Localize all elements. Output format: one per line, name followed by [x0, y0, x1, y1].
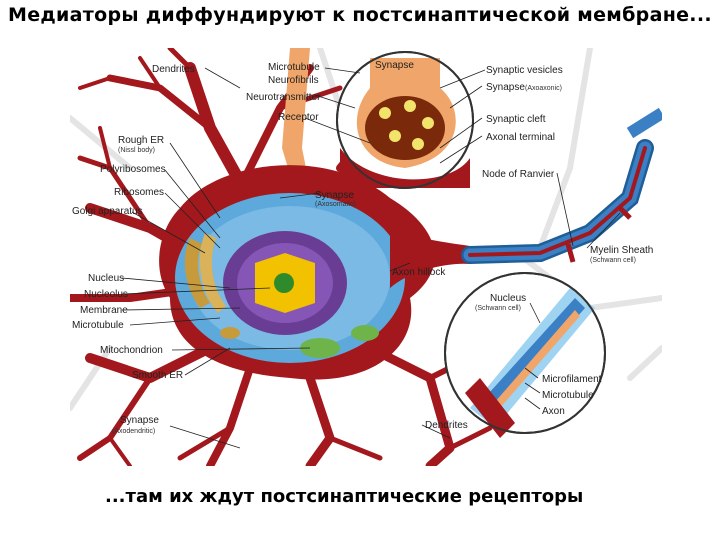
- label-smooth-er: Smooth ER: [132, 370, 183, 381]
- label-microtubule-left: Microtubule: [72, 320, 124, 331]
- label-ribosomes: Ribosomes: [114, 187, 164, 198]
- label-nucleus-schwann: Nucleus: [490, 293, 526, 304]
- label-microtubule-top: Microtubule: [268, 62, 320, 73]
- slide-caption: ...там их ждут постсинаптические рецепто…: [105, 486, 584, 507]
- label-nissl-body: (Nissl body): [118, 147, 155, 154]
- label-receptor: Receptor: [278, 112, 319, 123]
- label-nucleolus: Nucleolus: [84, 289, 128, 300]
- label-dendrites-top: Dendrites: [152, 64, 195, 75]
- synapse-inset: [336, 51, 474, 189]
- label-microfilament: Microfilament: [542, 374, 602, 385]
- label-axoaxonic: (Axoaxonic): [525, 85, 562, 92]
- slide-title: Медиаторы диффундируют к постсинаптическ…: [8, 4, 712, 26]
- label-node-of-ranvier: Node of Ranvier: [482, 169, 555, 180]
- label-axosomatic: (Axosomatic): [315, 201, 356, 208]
- axosomatic-terminal: [282, 48, 310, 188]
- label-neurofibrils: Neurofibrils: [268, 75, 319, 86]
- label-membrane: Membrane: [80, 305, 128, 316]
- axon-hillock: [390, 228, 470, 288]
- label-schwann-cell: (Schwann cell): [590, 257, 636, 264]
- label-synapse-axodendritic: Synapse: [120, 415, 159, 426]
- label-neurotransmitter: Neurotransmitter: [246, 92, 321, 103]
- label-synapse-axoaxonic: Synapse: [486, 82, 525, 93]
- label-synaptic-cleft: Synaptic cleft: [486, 114, 546, 125]
- label-axonal-terminal: Axonal terminal: [486, 132, 555, 143]
- label-rough-er: Rough ER: [118, 135, 164, 146]
- node-of-ranvier: [565, 243, 576, 263]
- label-microtubule-inset: Microtubule: [542, 390, 594, 401]
- label-dendrites-bottom: Dendrites: [425, 420, 468, 431]
- label-axon: Axon: [542, 406, 565, 417]
- label-golgi-apparatus: Golgi apparatus: [72, 206, 143, 217]
- myelin-inset: [444, 272, 606, 438]
- label-schwann-cell-2: (Schwann cell): [475, 305, 521, 312]
- label-nucleus: Nucleus: [88, 273, 124, 284]
- myelinated-axon: [461, 139, 654, 264]
- label-synapse-inset: Synapse: [375, 60, 414, 71]
- golgi-apparatus: [184, 238, 210, 308]
- label-synapse-axosomatic: Synapse: [315, 190, 354, 201]
- label-polyribosomes: Polyribosomes: [100, 164, 166, 175]
- label-axodendritic: (Axodendritic): [112, 428, 155, 435]
- nucleolus-core: [274, 273, 294, 293]
- leader-lines: [121, 67, 621, 449]
- neuron-diagram: Dendrites Microtubule Neurofibrils Neuro…: [70, 48, 662, 466]
- label-mitochondrion: Mitochondrion: [100, 345, 163, 356]
- label-myelin-sheath: Myelin Sheath: [590, 245, 653, 256]
- label-synaptic-vesicles: Synaptic vesicles: [486, 65, 563, 76]
- mitochondrion: [300, 338, 340, 358]
- label-axon-hillock: Axon hillock: [392, 267, 446, 278]
